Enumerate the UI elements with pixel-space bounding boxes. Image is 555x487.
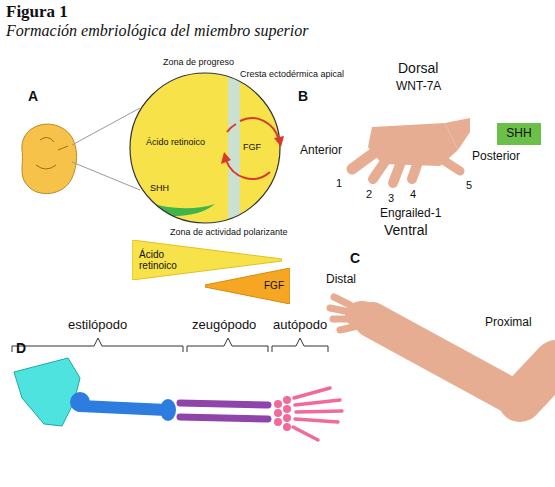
digit-number: 4 <box>410 188 416 201</box>
axis-label: Proximal <box>485 316 532 330</box>
panel-letter: A <box>28 88 38 104</box>
segment-label: estilópodo <box>68 318 127 333</box>
axis-label: Ventral <box>384 222 428 238</box>
figure-caption: Formación embriológica del miembro super… <box>6 22 308 40</box>
axis-label: Anterior <box>300 144 342 158</box>
panel-letter: B <box>298 88 308 104</box>
axis-label: Distal <box>326 273 356 287</box>
segment-label: autópodo <box>273 318 327 333</box>
panel-letter: C <box>350 250 360 266</box>
signal-label: Engrailed-1 <box>380 207 441 221</box>
axis-label: Dorsal <box>398 60 438 76</box>
signal-label: WNT-7A <box>396 80 441 94</box>
digit-number: 2 <box>366 188 372 201</box>
panel-letter: D <box>16 340 26 356</box>
region-label: Zona de actividad polarizante <box>170 227 288 237</box>
region-label: Zona de progreso <box>163 57 234 67</box>
digit-number: 5 <box>466 179 472 192</box>
signal-label: FGF <box>243 142 261 152</box>
axis-label: Posterior <box>472 150 520 164</box>
segment-label: zeugópodo <box>192 318 256 333</box>
signal-box: SHH <box>497 123 541 145</box>
node-text: Ácido retinoico <box>139 249 191 272</box>
digit-number: 3 <box>388 192 394 205</box>
region-label: Cresta ectodérmica apical <box>240 69 344 79</box>
node-text: SHH <box>506 127 531 141</box>
figure-title: Figura 1 <box>6 2 68 22</box>
signal-label: Ácido retinoico <box>146 137 205 147</box>
gradient-triangle: FGF <box>205 268 290 304</box>
signal-label: SHH <box>150 183 169 193</box>
node-text: FGF <box>264 280 284 292</box>
digit-number: 1 <box>336 177 342 190</box>
